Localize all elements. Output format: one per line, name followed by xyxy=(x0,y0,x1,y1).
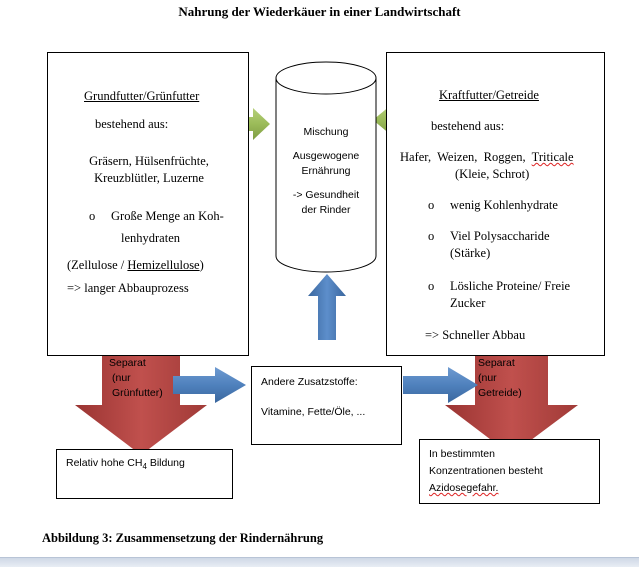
kraftfutter-bullet3-line2: Zucker xyxy=(450,296,486,310)
blue-arrow-up xyxy=(308,274,346,340)
methane-text: Relativ hohe CH4 Bildung xyxy=(66,456,185,474)
arrow-right-line2: (nur xyxy=(478,372,497,384)
arrow-left-line1: Separat xyxy=(109,357,146,369)
grundfutter-line3: (Zellulose / Hemizellulose) xyxy=(67,257,204,273)
cylinder-line2: Ausgewogene xyxy=(292,150,360,162)
arrow-left-label: Separat (nur Grünfutter) xyxy=(109,356,163,401)
kraftfutter-bullet2-marker: o xyxy=(428,229,435,243)
kraftfutter-bullet3-line1: Lösliche Proteine/ Freie xyxy=(450,279,571,293)
kraftfutter-line-last: => Schneller Abbau xyxy=(425,328,526,342)
kraftfutter-bullet2-line1: Viel Polysaccharide xyxy=(450,229,550,243)
acidosis-line3: Azidosegefahr. xyxy=(429,482,499,494)
additives-box: Andere Zusatzstoffe: Vitamine, Fette/Öle… xyxy=(251,366,402,445)
acidosis-line2: Konzentrationen besteht xyxy=(429,465,543,477)
cylinder-line5: der Rinder xyxy=(301,204,351,216)
grundfutter-bullet-marker: o xyxy=(89,209,96,223)
grundfutter-line3-open: (Zellulose / xyxy=(67,258,128,272)
grundfutter-sub: bestehend aus: xyxy=(95,117,169,131)
blue-arrow-to-additives xyxy=(173,367,246,403)
kraftfutter-bullet2-line2: (Stärke) xyxy=(450,246,491,260)
grundfutter-heading: Grundfutter/Grünfutter xyxy=(84,89,200,103)
cylinder-body xyxy=(275,78,377,273)
arrow-right-label: Separat (nur Getreide) xyxy=(478,356,522,401)
methane-suffix: Bildung xyxy=(146,457,185,469)
red-arrow-right xyxy=(445,352,578,455)
grundfutter-line3-close: ) xyxy=(199,258,204,272)
cylinder-line3: Ernährung xyxy=(301,165,351,177)
grundfutter-line3-word: Hemizellulose xyxy=(127,258,200,272)
cylinder-line4: -> Gesundheit xyxy=(292,189,360,201)
grundfutter-bullet-line2: lenhydraten xyxy=(121,231,181,245)
arrow-right-line1: Separat xyxy=(478,357,515,369)
grundfutter-box: Grundfutter/Grünfutter bestehend aus: Gr… xyxy=(47,52,249,356)
grundfutter-bullet-line1: Große Menge an Koh- xyxy=(111,209,224,223)
kraftfutter-sub: bestehend aus: xyxy=(431,119,505,133)
grundfutter-line2: Kreuzblütler, Luzerne xyxy=(94,171,204,185)
grundfutter-line4: => langer Abbauprozess xyxy=(67,281,189,295)
kraftfutter-bullet1-marker: o xyxy=(428,198,435,212)
green-arrow-left xyxy=(231,108,270,140)
kraftfutter-bullet3-marker: o xyxy=(428,279,435,293)
cylinder-top xyxy=(275,61,377,95)
cylinder-text: Mischung Ausgewogene Ernährung -> Gesund… xyxy=(276,125,376,218)
kraftfutter-line1: Hafer, Weizen, Roggen, Triticale xyxy=(400,149,574,165)
kraftfutter-heading: Kraftfutter/Getreide xyxy=(439,88,539,102)
additives-line2: Vitamine, Fette/Öle, ... xyxy=(261,406,366,418)
kraftfutter-box: Kraftfutter/Getreide bestehend aus: Hafe… xyxy=(386,52,605,356)
kraftfutter-line1-word: Triticale xyxy=(531,150,574,164)
methane-box: Relativ hohe CH4 Bildung xyxy=(56,449,233,499)
acidosis-line1: In bestimmten xyxy=(429,448,495,460)
grundfutter-line1: Gräsern, Hülsenfrüchte, xyxy=(89,154,209,168)
kraftfutter-line2: (Kleie, Schrot) xyxy=(455,167,530,181)
methane-subscript: 4 xyxy=(142,462,147,472)
cylinder-line1: Mischung xyxy=(303,126,349,138)
arrow-left-line3: Grünfutter) xyxy=(112,387,163,399)
diagram-title: Nahrung der Wiederkäuer in einer Landwir… xyxy=(178,4,461,19)
kraftfutter-bullet1: wenig Kohlenhydrate xyxy=(450,198,558,212)
window-bottom-bar xyxy=(0,557,639,567)
acidosis-text: In bestimmten Konzentrationen besteht Az… xyxy=(429,446,543,497)
acidosis-box: In bestimmten Konzentrationen besteht Az… xyxy=(419,439,600,504)
additives-line1: Andere Zusatzstoffe: xyxy=(261,376,358,388)
methane-prefix: Relativ hohe CH xyxy=(66,457,143,469)
blue-arrow-from-additives xyxy=(403,367,478,403)
arrow-left-line2: (nur xyxy=(112,372,131,384)
arrow-right-line3: Getreide) xyxy=(478,387,522,399)
kraftfutter-line1-plain: Hafer, Weizen, Roggen, xyxy=(400,150,532,164)
figure-caption: Abbildung 3: Zusammensetzung der Rindern… xyxy=(42,531,324,545)
